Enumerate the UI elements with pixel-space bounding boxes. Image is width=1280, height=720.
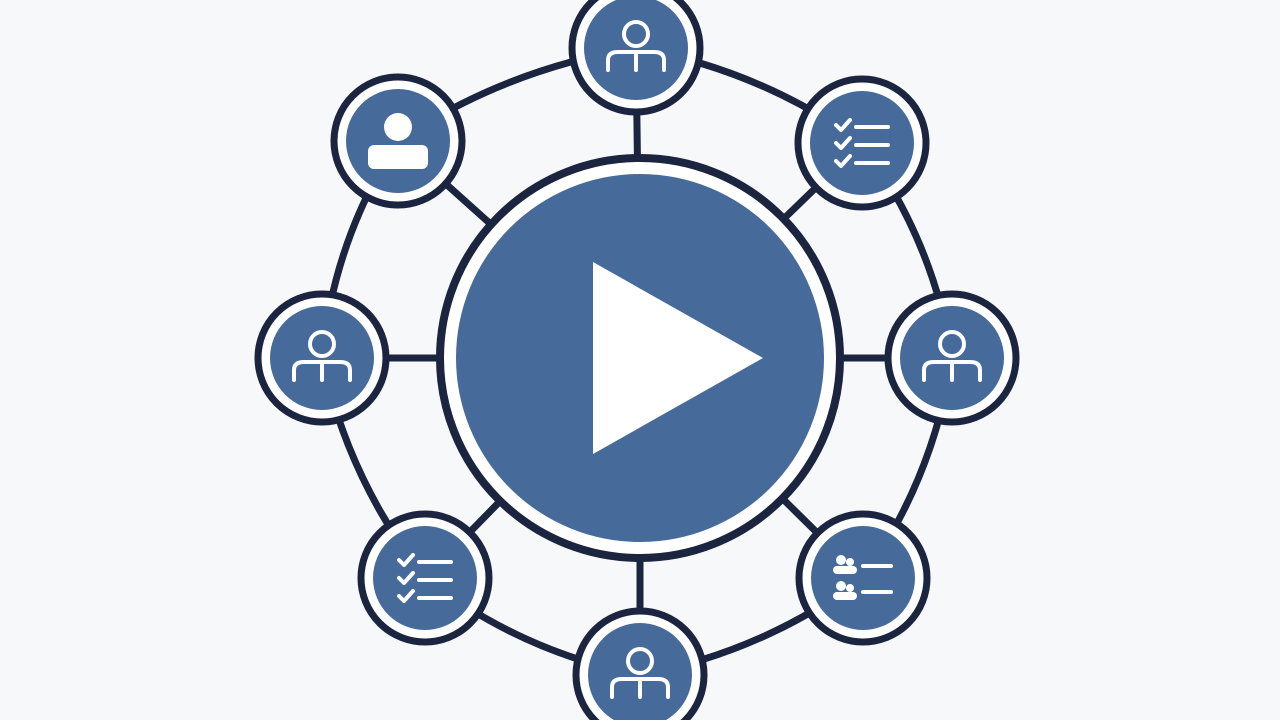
- spoke-line: [465, 497, 505, 537]
- node-disc[interactable]: [584, 0, 688, 100]
- spoke-line: [778, 494, 822, 537]
- people-list-icon: [833, 555, 893, 600]
- node-top-left[interactable]: [330, 73, 466, 209]
- user-avatar-icon: [368, 113, 428, 169]
- spoke-line: [441, 179, 495, 229]
- node-top-right[interactable]: [794, 75, 930, 211]
- play-button[interactable]: [436, 154, 844, 562]
- person-tie-icon: [922, 330, 982, 382]
- person-tie-icon: [292, 330, 352, 382]
- node-disc[interactable]: [811, 526, 915, 630]
- node-ring: [254, 0, 1020, 720]
- node-left[interactable]: [254, 290, 390, 426]
- person-tie-icon: [610, 647, 670, 699]
- node-bottom[interactable]: [572, 607, 708, 720]
- spoke-line: [633, 109, 641, 161]
- play-icon[interactable]: [593, 262, 763, 454]
- checklist-icon: [834, 118, 890, 168]
- spoke-line: [779, 183, 820, 223]
- checklist-icon: [397, 553, 453, 603]
- node-bottom-left[interactable]: [357, 510, 493, 646]
- node-bottom-right[interactable]: [795, 510, 931, 646]
- person-tie-icon: [606, 20, 666, 72]
- node-right[interactable]: [884, 290, 1020, 426]
- node-top[interactable]: [568, 0, 704, 116]
